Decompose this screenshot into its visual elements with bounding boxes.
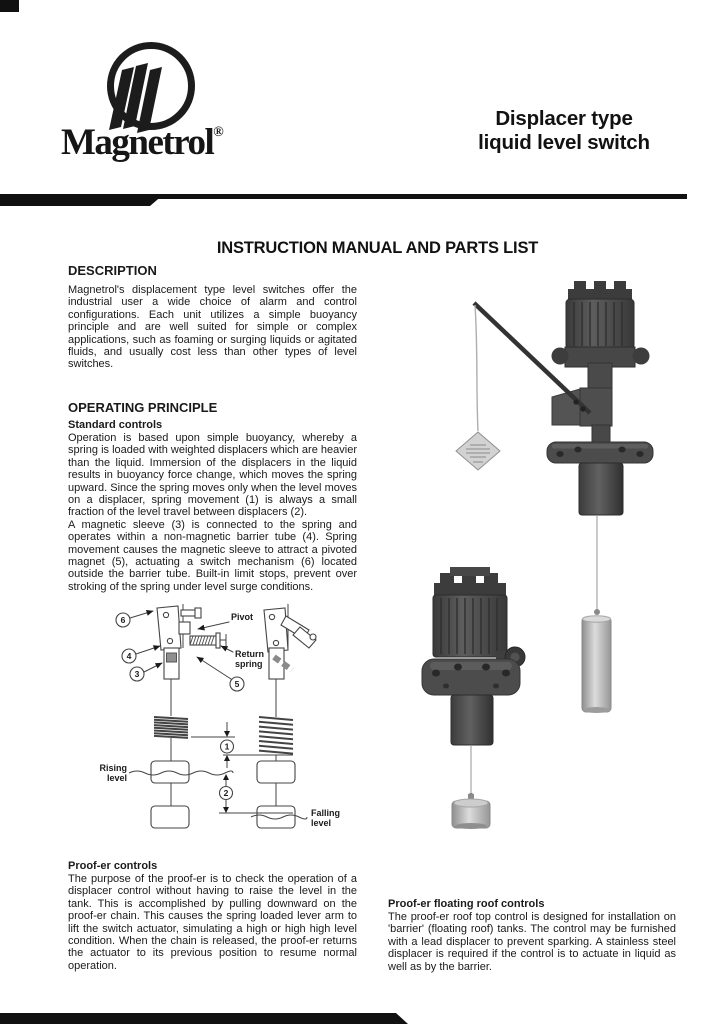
registered-mark: ® (213, 125, 224, 140)
switch-mechanism-actuated (263, 604, 317, 680)
pivot-label: Pivot (231, 612, 253, 622)
footer-bar (0, 1013, 408, 1024)
operating-paragraph-2: A magnetic sleeve (3) is connected to th… (68, 518, 357, 593)
header-rule-thick (0, 194, 164, 206)
header-rule-thin (0, 194, 687, 199)
callout-6: 6 (121, 615, 126, 625)
brand-name: Magnetrol (61, 122, 215, 163)
return-spring-label-1: Return (235, 649, 264, 659)
falling-level-label-2: level (311, 818, 331, 828)
falling-level-label-1: Falling (311, 808, 340, 818)
cylindrical-displacer (581, 615, 612, 713)
rising-level-assembly: Rising level (99, 679, 234, 829)
proofer-lever-arm (472, 301, 592, 415)
photo-proofer-switch (455, 281, 654, 713)
falling-level-assembly: Falling level (250, 679, 340, 829)
main-heading: INSTRUCTION MANUAL AND PARTS LIST (216, 239, 539, 257)
callout-4: 4 (127, 651, 132, 661)
operating-body: Operation is based upon simple buoyancy,… (68, 432, 357, 593)
callout-1: 1 (225, 742, 230, 752)
proofer-chain (474, 304, 479, 432)
dimension-1: 1 (191, 722, 293, 768)
diagram-callouts: 6 4 3 5 Pivot Return spring (115, 610, 264, 692)
switch-mechanism-normal (156, 604, 227, 680)
return-spring-label-2: spring (235, 659, 263, 669)
callout-5: 5 (235, 679, 240, 689)
rising-level-label-1: Rising (99, 763, 127, 773)
product-photos (421, 281, 654, 829)
warning-tag (455, 431, 501, 471)
operating-paragraph-1: Operation is based upon simple buoyancy,… (68, 432, 357, 519)
description-body: Magnetrol's displacement type level swit… (68, 284, 357, 371)
proofer-body: The purpose of the proof-er is to check … (68, 873, 357, 972)
doc-title-line1: Displacer type (495, 107, 633, 130)
rising-level-label-2: level (107, 773, 127, 783)
callout-3: 3 (135, 669, 140, 679)
corner-print-mark (0, 0, 19, 12)
floating-roof-body: The proof-er roof top control is designe… (388, 911, 676, 973)
callout-2: 2 (224, 788, 229, 798)
dimension-2: 2 (218, 774, 293, 814)
puck-displacer (451, 794, 491, 829)
brand-wordmark: Magnetrol® (61, 121, 224, 164)
standard-controls-subheading: Standard controls (68, 419, 163, 431)
photo-flanged-switch (421, 567, 526, 829)
doc-title: Displacer type liquid level switch (428, 107, 700, 155)
doc-title-line2: liquid level switch (478, 131, 650, 154)
magnetrol-logo-icon (107, 42, 195, 133)
floating-roof-heading: Proof-er floating roof controls (388, 898, 545, 910)
operating-heading: OPERATING PRINCIPLE (68, 400, 218, 415)
description-heading: DESCRIPTION (68, 263, 157, 278)
proofer-heading: Proof-er controls (68, 860, 158, 872)
operating-principle-diagram: 6 4 3 5 Pivot Return spring (99, 604, 340, 829)
